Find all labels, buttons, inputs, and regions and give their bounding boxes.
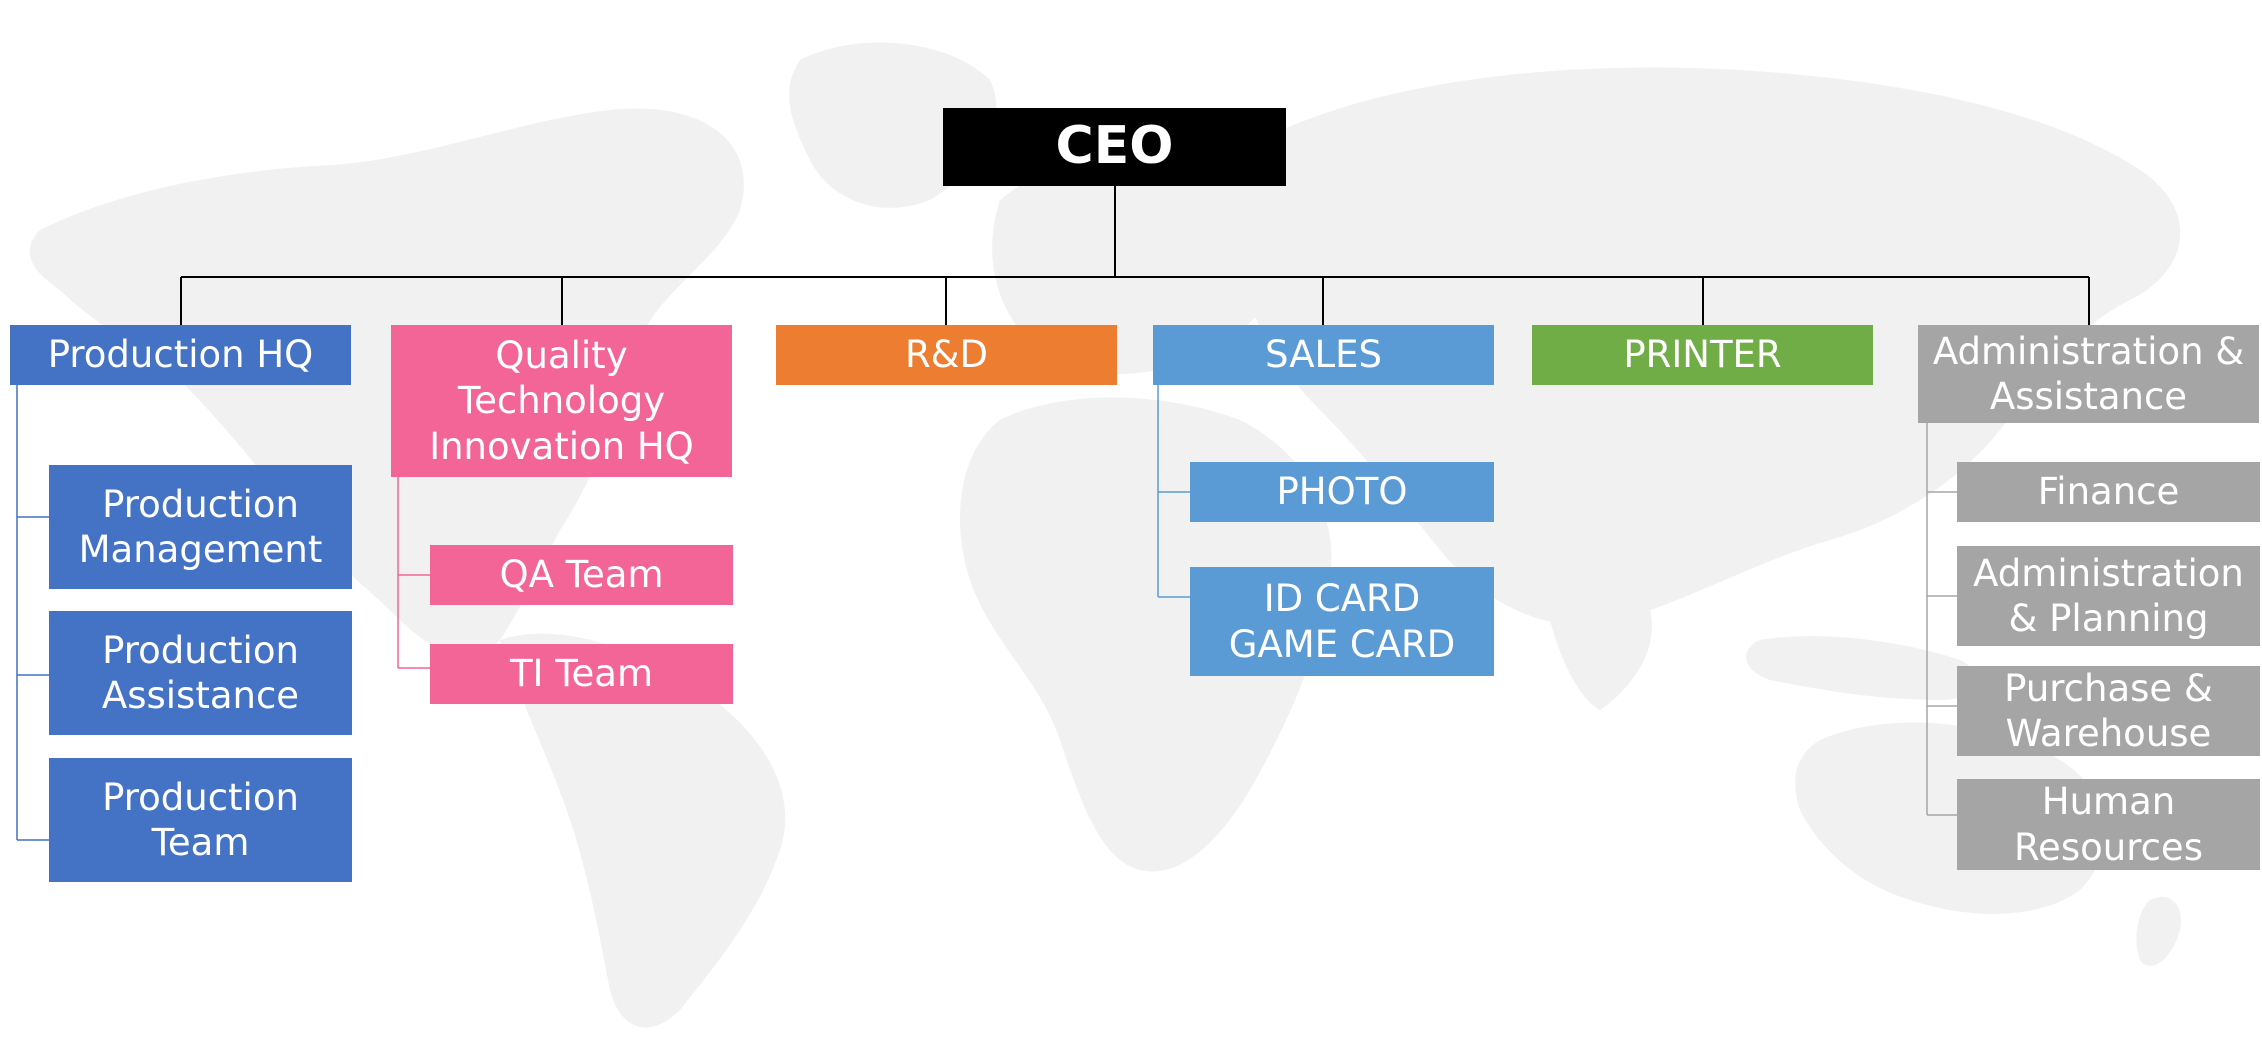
- ceo-box: CEO: [943, 108, 1286, 186]
- team-id-card-game-card-label: ID CARD GAME CARD: [1228, 577, 1456, 666]
- team-production-management: Production Management: [49, 465, 352, 589]
- team-human-resources: Human Resources: [1957, 779, 2260, 870]
- dept-rnd-label: R&D: [904, 333, 989, 377]
- team-production-assistance-label: Production Assistance: [101, 628, 300, 717]
- team-ti-label: TI Team: [509, 652, 654, 696]
- team-qa-label: QA Team: [499, 553, 664, 597]
- team-photo: PHOTO: [1190, 462, 1494, 522]
- team-production-management-label: Production Management: [78, 482, 323, 571]
- team-photo-label: PHOTO: [1276, 470, 1408, 514]
- map-indonesia: [1746, 636, 1978, 700]
- team-production-assistance: Production Assistance: [49, 611, 352, 735]
- dept-printer-label: PRINTER: [1623, 333, 1782, 377]
- team-purchase-warehouse-label: Purchase & Warehouse: [2004, 666, 2213, 755]
- dept-quality-hq-label: Quality Technology Innovation HQ: [429, 334, 694, 468]
- dept-rnd: R&D: [776, 325, 1117, 385]
- dept-sales: SALES: [1153, 325, 1494, 385]
- team-administration-planning: Administration & Planning: [1957, 546, 2260, 646]
- team-purchase-warehouse: Purchase & Warehouse: [1957, 666, 2260, 756]
- dept-admin: Administration & Assistance: [1918, 325, 2259, 423]
- map-europe: [992, 146, 1307, 374]
- team-administration-planning-label: Administration & Planning: [1973, 551, 2244, 640]
- team-finance: Finance: [1957, 462, 2260, 522]
- map-south-america: [500, 633, 786, 1028]
- dept-quality-hq: Quality Technology Innovation HQ: [391, 325, 732, 477]
- dept-sales-label: SALES: [1265, 333, 1382, 377]
- team-human-resources-label: Human Resources: [2014, 780, 2203, 869]
- map-new-zealand: [2136, 896, 2181, 966]
- team-ti: TI Team: [430, 644, 733, 704]
- dept-printer: PRINTER: [1532, 325, 1873, 385]
- map-north-america: [29, 108, 744, 655]
- map-india: [1547, 557, 1652, 710]
- team-finance-label: Finance: [2037, 470, 2180, 514]
- dept-production-hq: Production HQ: [10, 325, 351, 385]
- team-production-team: Production Team: [49, 758, 352, 882]
- team-id-card-game-card: ID CARD GAME CARD: [1190, 567, 1494, 676]
- team-qa: QA Team: [430, 545, 733, 605]
- team-production-team-label: Production Team: [102, 775, 299, 864]
- dept-production-hq-label: Production HQ: [47, 333, 314, 377]
- ceo-label: CEO: [1055, 116, 1174, 177]
- dept-admin-label: Administration & Assistance: [1932, 329, 2245, 418]
